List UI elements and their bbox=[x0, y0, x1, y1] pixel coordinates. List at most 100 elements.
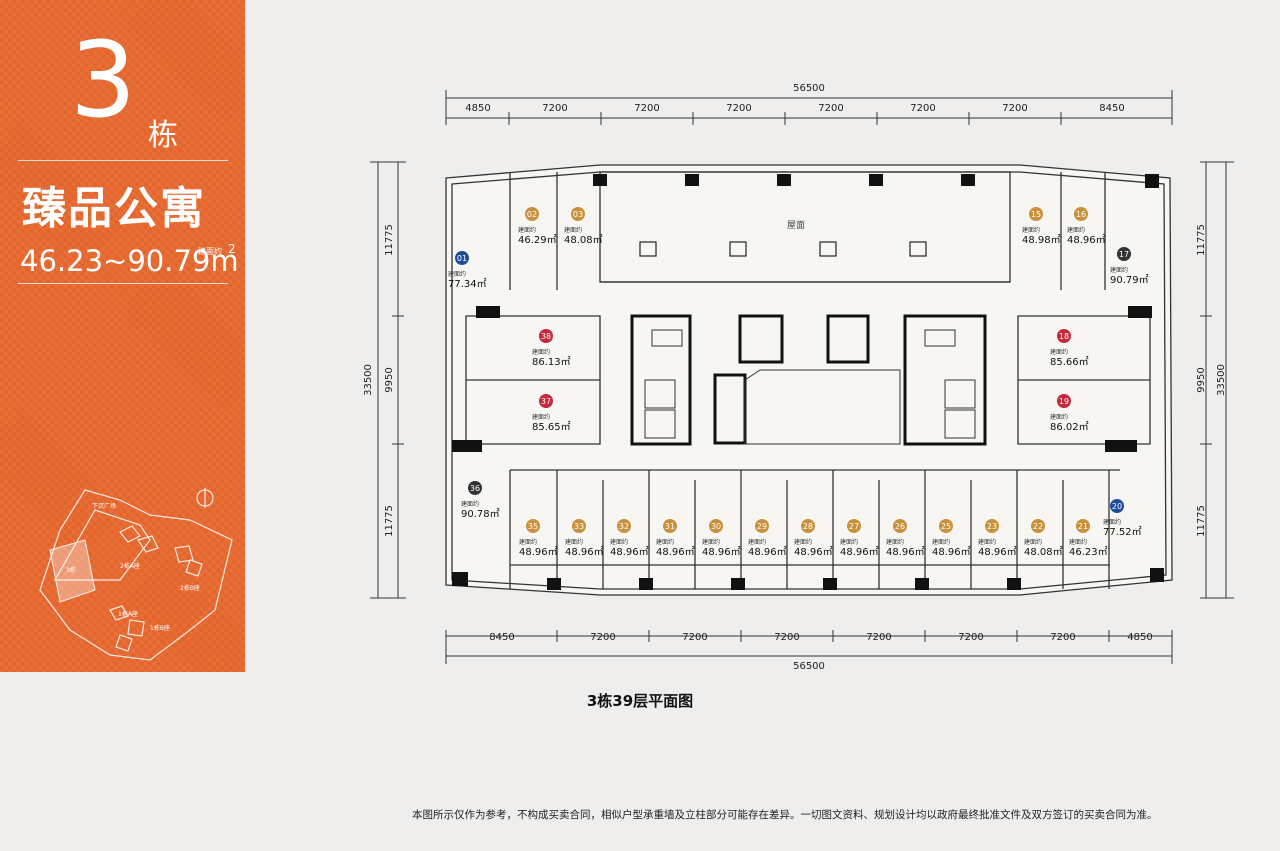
unit-badge bbox=[755, 519, 769, 533]
unit-area-label: 建面约 bbox=[656, 538, 674, 546]
unit-area-label: 建面约 bbox=[1024, 538, 1042, 546]
building2b-label: 2栋B座 bbox=[180, 584, 200, 592]
building-unit: 栋 bbox=[148, 118, 178, 153]
dim-left-total: 33500 bbox=[363, 364, 374, 396]
dim-left-seg: 11775 bbox=[384, 224, 395, 256]
roof-label: 屋面 bbox=[787, 220, 805, 231]
unit-badge bbox=[1076, 519, 1090, 533]
unit-area: 48.96㎡ bbox=[610, 546, 649, 558]
unit-area-label: 建面约 bbox=[1050, 413, 1068, 421]
unit-number: 15 bbox=[1031, 210, 1041, 219]
unit-number: 02 bbox=[527, 210, 537, 219]
unit-area: 46.29㎡ bbox=[518, 234, 557, 246]
dim-top-seg: 7200 bbox=[910, 103, 935, 114]
unit-badge bbox=[893, 519, 907, 533]
unit-number: 20 bbox=[1112, 502, 1122, 511]
unit-badge bbox=[571, 207, 585, 221]
unit-area: 48.98㎡ bbox=[1022, 234, 1061, 246]
plan-caption: 3栋39层平面图 bbox=[586, 692, 694, 710]
unit-area-label: 建面约 bbox=[978, 538, 996, 546]
dim-bottom-seg: 7200 bbox=[590, 632, 615, 643]
dim-bottom-seg: 4850 bbox=[1127, 632, 1152, 643]
unit-area: 48.96㎡ bbox=[1067, 234, 1106, 246]
unit-badge bbox=[847, 519, 861, 533]
unit-number: 27 bbox=[849, 522, 859, 531]
unit-number: 33 bbox=[574, 522, 584, 531]
unit-badge bbox=[1031, 519, 1045, 533]
unit-area-label: 建面约 bbox=[1022, 226, 1040, 234]
unit-area: 48.96㎡ bbox=[656, 546, 695, 558]
unit-area-label: 建面约 bbox=[518, 226, 536, 234]
unit-badge bbox=[539, 394, 553, 408]
unit-badge bbox=[617, 519, 631, 533]
unit-badge bbox=[939, 519, 953, 533]
divider bbox=[18, 283, 228, 284]
unit-badge bbox=[1029, 207, 1043, 221]
unit-area-label: 建面约 bbox=[564, 226, 582, 234]
dim-right-seg: 11775 bbox=[1196, 505, 1207, 537]
unit-badge bbox=[1110, 499, 1124, 513]
unit-area-label: 建面约 bbox=[448, 270, 466, 278]
unit-number: 30 bbox=[711, 522, 721, 531]
unit-badge bbox=[801, 519, 815, 533]
unit-badge bbox=[709, 519, 723, 533]
unit-area: 48.96㎡ bbox=[519, 546, 558, 558]
project-name: 臻品公寓 bbox=[22, 183, 206, 234]
unit-area-label: 建面约 bbox=[1110, 266, 1128, 274]
unit-area: 48.08㎡ bbox=[1024, 546, 1063, 558]
unit-badge bbox=[985, 519, 999, 533]
dim-top-seg: 8450 bbox=[1099, 103, 1124, 114]
disclaimer: 本图所示仅作为参考，不构成买卖合同，相似户型承重墙及立柱部分可能存在差异。一切图… bbox=[412, 809, 1158, 821]
unit-number: 37 bbox=[541, 397, 551, 406]
unit-number: 32 bbox=[619, 522, 629, 531]
unit-area-label: 建面约 bbox=[565, 538, 583, 546]
unit-badge bbox=[1074, 207, 1088, 221]
dim-top-seg: 7200 bbox=[1002, 103, 1027, 114]
unit-area: 77.34㎡ bbox=[448, 278, 487, 290]
dim-top-seg: 7200 bbox=[634, 103, 659, 114]
unit-area: 85.65㎡ bbox=[532, 421, 571, 433]
dim-top-seg: 7200 bbox=[542, 103, 567, 114]
dim-right-seg: 11775 bbox=[1196, 224, 1207, 256]
unit-area: 46.23㎡ bbox=[1069, 546, 1108, 558]
unit-number: 19 bbox=[1059, 397, 1069, 406]
unit-area: 90.79㎡ bbox=[1110, 274, 1149, 286]
building-number: 3 bbox=[70, 19, 137, 141]
unit-area: 48.08㎡ bbox=[564, 234, 603, 246]
dim-left-seg: 11775 bbox=[384, 505, 395, 537]
unit-number: 25 bbox=[941, 522, 951, 531]
unit-number: 28 bbox=[803, 522, 813, 531]
dim-right-total: 33500 bbox=[1216, 364, 1227, 396]
unit-area: 86.13㎡ bbox=[532, 356, 571, 368]
unit-area-label: 建面约 bbox=[932, 538, 950, 546]
unit-area: 48.96㎡ bbox=[748, 546, 787, 558]
divider bbox=[18, 160, 228, 161]
unit-area-label: 建面约 bbox=[461, 500, 479, 508]
unit-area-label: 建面约 bbox=[532, 413, 550, 421]
unit-area-label: 建面约 bbox=[1103, 518, 1121, 526]
unit-area-label: 建面约 bbox=[886, 538, 904, 546]
unit-number: 23 bbox=[987, 522, 997, 531]
dim-bottom-total: 56500 bbox=[793, 661, 825, 672]
dim-right-seg: 9950 bbox=[1196, 367, 1207, 392]
unit-number: 17 bbox=[1119, 250, 1129, 259]
area-superscript: 2 bbox=[228, 242, 236, 256]
unit-badge bbox=[1057, 329, 1071, 343]
